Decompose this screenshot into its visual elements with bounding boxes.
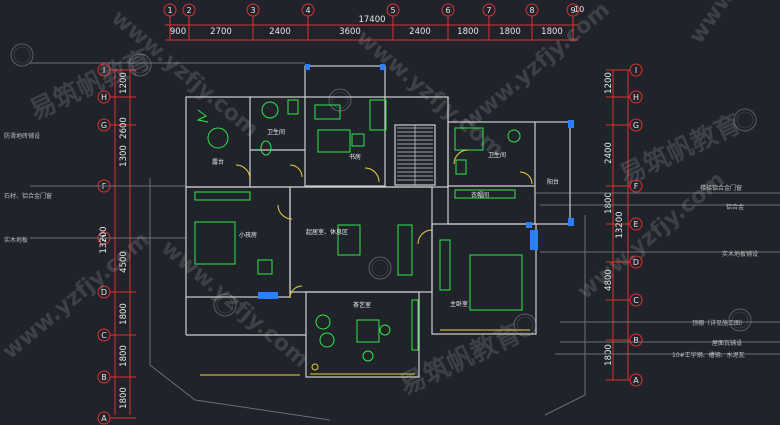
row-axis-label-right: G — [633, 121, 639, 130]
col-axis-label: 1 — [167, 6, 172, 15]
col-dim-label: 900 — [170, 27, 186, 37]
watermarks: www.yzfjy.com www.yzfjy.com www.yzfjy.co… — [0, 0, 780, 401]
furniture — [194, 99, 523, 362]
right-dim-label: 2400 — [604, 142, 614, 164]
room-closet: 衣帽间 — [471, 191, 489, 199]
col-axis-label: 5 — [390, 6, 395, 15]
row-axis-label: C — [101, 331, 107, 340]
room-study: 书房 — [349, 153, 361, 161]
room-master: 主卧室 — [450, 300, 468, 308]
col-dim-label: 1800 — [541, 27, 563, 37]
svg-text:防滑地砖铺设: 防滑地砖铺设 — [4, 132, 40, 140]
svg-text:石材、铝合金门窗: 石材、铝合金门窗 — [4, 192, 52, 200]
stamps — [10, 43, 757, 337]
col-axis-label: 7 — [486, 6, 491, 15]
notes-right: 楼梯铝合金门窗 铝合金 实木地板铺设 顶棚（详见施工图） 屋面瓦铺设 10#工字… — [672, 184, 758, 359]
row-axis-label-right: E — [633, 220, 638, 229]
row-axis-label: A — [101, 414, 107, 423]
col-dim-label: 2700 — [210, 27, 232, 37]
svg-text:实木地板: 实木地板 — [4, 236, 28, 244]
room-labels: 卫生间 书房 露台 卫生间 阳台 衣帽间 小孩房 起居室、休息区 主卧室 茶艺室 — [212, 128, 559, 309]
row-axis-label: D — [101, 288, 107, 297]
svg-text:铝合金: 铝合金 — [726, 203, 744, 211]
stamp-seal — [728, 308, 752, 332]
svg-text:www.yzfjy.com: www.yzfjy.com — [684, 0, 780, 48]
right-total-dim: 13200 — [615, 211, 625, 238]
svg-text:www.yzfjy.com: www.yzfjy.com — [573, 167, 730, 304]
col-axis-label: 4 — [305, 6, 310, 15]
right-dim-label: 4800 — [604, 269, 614, 291]
walls — [185, 65, 571, 378]
room-bath2: 卫生间 — [488, 151, 506, 159]
roof-outline — [30, 62, 780, 421]
row-axis-label-right: B — [633, 336, 639, 345]
columns — [258, 64, 574, 299]
col-axis-label: 10 — [574, 5, 584, 14]
left-dim-label: 1200 — [119, 72, 129, 94]
row-axis-label: I — [103, 66, 105, 75]
svg-text:易筑帆教育: 易筑帆教育 — [395, 318, 526, 401]
col-axis-label: 2 — [186, 6, 191, 15]
stamp-seal — [733, 108, 757, 132]
svg-text:屋面瓦铺设: 屋面瓦铺设 — [712, 339, 742, 347]
room-balcony2: 阳台 — [547, 178, 559, 186]
row-axis-label-right: F — [634, 182, 639, 191]
svg-text:10#工字钢、槽钢、水泥瓦: 10#工字钢、槽钢、水泥瓦 — [672, 351, 745, 359]
row-axis-label-right: I — [635, 66, 637, 75]
top-dimension-chain: 17400 1 2 3 4 5 6 7 8 910 900 2700 2400 3600 2400 180… — [163, 3, 584, 41]
right-dim-label: 1200 — [604, 72, 614, 94]
row-axis-label-right: A — [633, 376, 639, 385]
col-dim-label: 2400 — [269, 27, 291, 37]
col-axis-label: 9 — [570, 6, 575, 15]
col-dim-label: 1800 — [457, 27, 479, 37]
svg-text:易筑帆教育: 易筑帆教育 — [25, 43, 156, 126]
col-dim-label: 2400 — [409, 27, 431, 37]
room-bath1: 卫生间 — [267, 128, 285, 136]
left-dim-label: 1300 — [119, 145, 129, 167]
svg-text:www.yzfjy.com: www.yzfjy.com — [458, 0, 615, 135]
col-axis-label: 3 — [250, 6, 255, 15]
right-dimension-chain: I H G F E D C B A 1200 2400 1800 4800 1800 13200 — [604, 63, 643, 387]
right-dim-label: 1800 — [604, 344, 614, 366]
top-total-dim: 17400 — [358, 15, 385, 25]
doors — [200, 149, 533, 376]
left-total-dim: 13200 — [99, 226, 109, 253]
notes-left: 防滑地砖铺设 石材、铝合金门窗 实木地板 — [4, 132, 52, 244]
row-axis-label-right: C — [633, 296, 639, 305]
room-living: 起居室、休息区 — [306, 228, 348, 236]
col-dim-label: 1800 — [499, 27, 521, 37]
svg-text:楼梯铝合金门窗: 楼梯铝合金门窗 — [700, 184, 742, 192]
staircase — [394, 124, 436, 186]
svg-text:顶棚（详见施工图）: 顶棚（详见施工图） — [692, 319, 746, 327]
row-axis-label: H — [101, 93, 107, 102]
stamp-seal — [328, 88, 352, 112]
left-dim-label: 1800 — [119, 303, 129, 325]
svg-text:实木地板铺设: 实木地板铺设 — [722, 250, 758, 258]
row-axis-label-right: D — [633, 258, 639, 267]
left-dim-label: 1800 — [119, 387, 129, 409]
room-tea: 茶艺室 — [353, 301, 371, 309]
col-axis-label: 8 — [529, 6, 534, 15]
stamp-seal — [128, 53, 152, 77]
right-dim-label: 1800 — [604, 192, 614, 214]
left-dim-label: 4500 — [119, 251, 129, 273]
left-dim-label: 1800 — [119, 345, 129, 367]
room-balcony1: 露台 — [212, 158, 224, 166]
col-dim-label: 3600 — [339, 27, 361, 37]
room-kid: 小孩房 — [239, 231, 257, 239]
col-axis-label: 6 — [445, 6, 450, 15]
row-axis-label-right: H — [633, 93, 639, 102]
row-axis-label: B — [101, 373, 107, 382]
row-axis-label: G — [101, 121, 107, 130]
left-dim-label: 2600 — [119, 117, 129, 139]
stamp-seal — [513, 313, 537, 337]
svg-text:www.yzfjy.com: www.yzfjy.com — [0, 227, 155, 364]
stamp-seal — [368, 256, 392, 280]
stamp-seal — [213, 293, 237, 317]
stamp-seal — [10, 43, 34, 67]
